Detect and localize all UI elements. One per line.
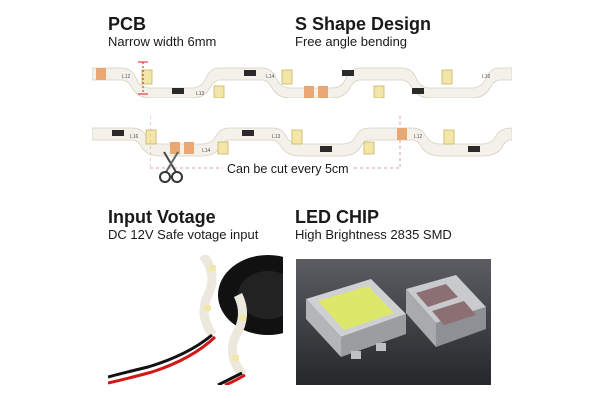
scissors-icon	[159, 151, 183, 183]
led-chip-photo	[296, 259, 491, 385]
strip-label: L13	[196, 91, 205, 97]
s-shape-title: S Shape Design	[295, 14, 432, 34]
led-chip-title: LED CHIP	[295, 207, 380, 227]
pcb-title: PCB	[108, 14, 147, 34]
led-strip-row-2: L16 L14 L13 L12	[92, 127, 512, 157]
strip-label: L13	[272, 134, 281, 140]
cut-line	[150, 116, 401, 169]
input-subtitle: DC 12V Safe votage input	[108, 227, 259, 242]
strip-label: L14	[266, 74, 275, 80]
strip-label: L12	[414, 134, 423, 140]
strip-label: L14	[202, 148, 211, 154]
led-chip-subtitle: High Brightness 2835 SMD	[295, 227, 452, 242]
strip-label: L16	[130, 134, 139, 140]
cut-note: Can be cut every 5cm	[223, 162, 353, 176]
led-strip-row-1: L12 L13 L14 L16	[92, 61, 512, 98]
s-shape-subtitle: Free angle bending	[295, 34, 408, 49]
strip-label: L12	[122, 74, 131, 80]
input-voltage-photo	[108, 255, 283, 385]
input-title: Input Votage	[108, 207, 216, 227]
strip-label: L16	[482, 74, 491, 80]
pcb-subtitle: Narrow width 6mm	[108, 34, 217, 49]
